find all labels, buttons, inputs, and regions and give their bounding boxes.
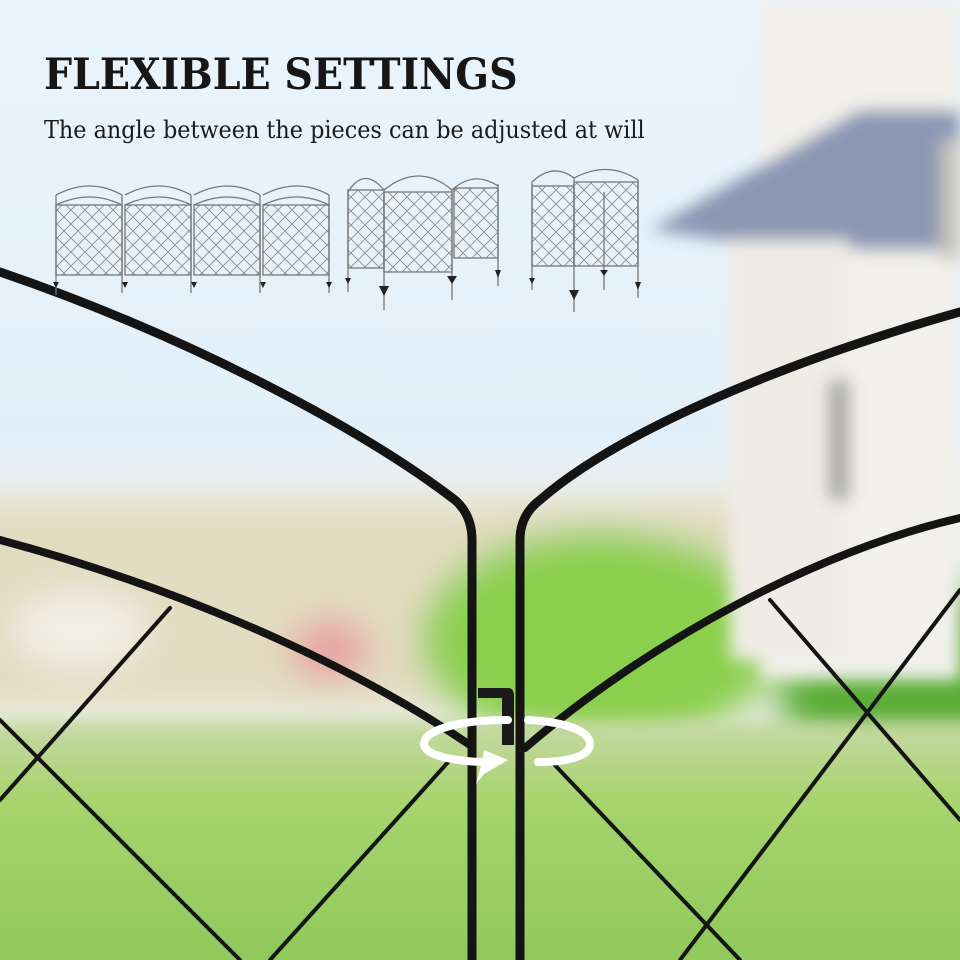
fence-foreground [0, 267, 960, 960]
layout-u-shape-illustration [345, 175, 501, 310]
layout-square-illustration [529, 168, 641, 312]
rotate-arrow-icon [419, 716, 595, 784]
page-title: FLEXIBLE SETTINGS [44, 50, 518, 100]
hinge [478, 688, 514, 745]
layout-straight-illustration [53, 185, 332, 295]
page-subtitle: The angle between the pieces can be adju… [44, 116, 645, 144]
